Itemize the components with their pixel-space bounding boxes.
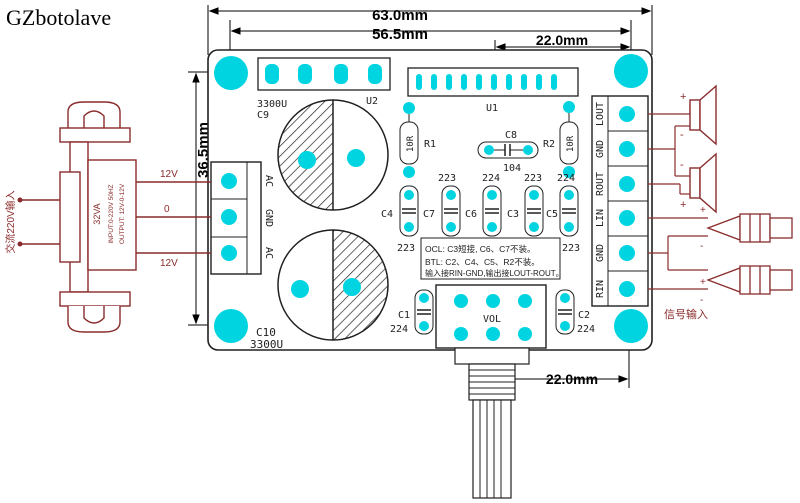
small-cap-c7: [441, 185, 461, 237]
u2-label: U2: [366, 96, 378, 107]
cap-name-c3: C3: [507, 209, 519, 220]
rca-wiring: [648, 217, 708, 290]
brand-label: GZbotolave: [6, 5, 111, 30]
capacitor-c9: [277, 99, 389, 211]
small-cap-c4: [399, 185, 419, 237]
cap-label-c6-top: 224: [482, 173, 500, 184]
cap-value-bottom-right: 223: [562, 243, 580, 254]
note-btl: BTL: C2、C4、C5、R2不装。: [425, 257, 540, 267]
c10-name-label: C10: [256, 326, 276, 339]
r2-value-label: 10R: [566, 135, 576, 152]
input-pin-gnd-2: GND: [595, 244, 606, 262]
c9-name-label: C9: [257, 110, 269, 121]
rca-plug-left: [706, 213, 793, 243]
power-pin-ac-bottom: AC: [263, 247, 274, 259]
resistor-r2: [559, 101, 579, 178]
cap-value-bottom-left: 223: [397, 243, 415, 254]
hole-spacing-label: 56.5mm: [372, 26, 428, 43]
c10-value-label: 3300U: [250, 338, 283, 351]
transformer-input-spec: INPUT:0-220V 50HZ: [108, 184, 115, 243]
rca-right-minus: -: [700, 295, 703, 306]
dimension-overall-width: [207, 5, 653, 55]
config-notes-box: [420, 237, 561, 280]
rca-plug-right: [706, 265, 793, 295]
resistor-r1: [399, 102, 419, 178]
pot-shaft: [454, 347, 530, 499]
speaker-left: [689, 84, 717, 146]
mount-hole-top-left: [214, 56, 248, 90]
speaker-left-minus: -: [680, 129, 684, 141]
r2-name-label: R2: [543, 139, 555, 150]
speaker-right-plus: +: [680, 199, 686, 211]
cap-label-c5-top: 224: [557, 173, 575, 184]
tap-12v-bottom: 12V: [160, 258, 178, 269]
cap-name-c4: C4: [381, 209, 393, 220]
cap-name-c5: C5: [546, 209, 558, 220]
c1-value-label: 224: [390, 324, 408, 335]
input-pin-lin: LIN: [595, 209, 606, 227]
output-pin-gnd-1: GND: [595, 140, 606, 158]
note-wiring: 输入接RIN-GND,输出接LOUT-ROUT。: [425, 268, 564, 278]
small-cap-c3: [524, 185, 544, 237]
capacitor-c8: [477, 141, 539, 159]
tap-zero: 0: [164, 204, 170, 215]
mount-hole-bottom-right: [614, 309, 648, 343]
c2-name-label: C2: [578, 310, 590, 321]
small-cap-c5: [559, 185, 579, 237]
capacitor-c1: [414, 289, 434, 335]
capacitor-c10: [277, 229, 389, 341]
r1-value-label: 10R: [406, 135, 416, 152]
ac-input-terminal-top: [17, 197, 23, 203]
speaker-right-minus: -: [680, 159, 684, 171]
mount-hole-top-right: [614, 54, 648, 88]
c8-value-label: 104: [503, 163, 521, 174]
cap-name-c7: C7: [423, 209, 435, 220]
input-pin-rin: RIN: [595, 280, 606, 298]
rca-right-plus: +: [700, 277, 706, 288]
transformer: [20, 101, 211, 333]
regulator-u2: [257, 57, 391, 91]
cap-name-c6: C6: [465, 209, 477, 220]
tap-12v-top: 12V: [160, 169, 178, 180]
mount-hole-bottom-left: [214, 309, 248, 343]
speaker-left-plus: +: [680, 91, 686, 103]
transformer-rating: 32VA: [92, 203, 102, 224]
note-ocl: OCL: C3短接, C6、C7不装。: [425, 244, 536, 254]
ac-input-terminal-bottom: [17, 241, 23, 247]
c1-name-label: C1: [398, 310, 410, 321]
vol-label: VOL: [483, 314, 501, 325]
output-pin-lout: LOUT: [595, 102, 606, 126]
output-terminal-block: [591, 95, 649, 307]
bottom-spacing-label: 22.0mm: [546, 371, 598, 387]
signal-input-label: 信号输入: [664, 307, 708, 321]
r1-name-label: R1: [424, 139, 436, 150]
capacitor-c2: [555, 289, 575, 335]
output-pin-rout: ROUT: [595, 172, 606, 196]
power-pin-gnd: GND: [263, 209, 274, 227]
cap-label-c3-top: 223: [524, 173, 542, 184]
u1-label: U1: [486, 103, 498, 114]
c2-value-label: 224: [577, 324, 595, 335]
rca-left-plus: +: [700, 205, 706, 216]
volume-potentiometer: [435, 284, 547, 349]
transformer-output-spec: OUTPUT: 12V-0-12V: [119, 183, 126, 244]
amplifier-ic-u1: [407, 67, 579, 97]
speaker-wiring: [648, 104, 691, 195]
c9-value-label: 3300U: [257, 99, 287, 110]
dimension-hole-spacing: [229, 20, 632, 58]
top-right-spacing-label: 22.0mm: [536, 32, 588, 48]
cap-label-c7-top: 223: [438, 173, 456, 184]
c8-name-label: C8: [505, 130, 517, 141]
power-terminal-block: [210, 161, 262, 275]
small-cap-c6: [482, 185, 502, 237]
speaker-right: [689, 152, 717, 214]
ac-input-label: 交流220V输入: [4, 190, 17, 253]
power-pin-ac-top: AC: [263, 175, 274, 187]
overall-width-label: 63.0mm: [372, 7, 428, 24]
rca-left-minus: -: [700, 241, 703, 252]
